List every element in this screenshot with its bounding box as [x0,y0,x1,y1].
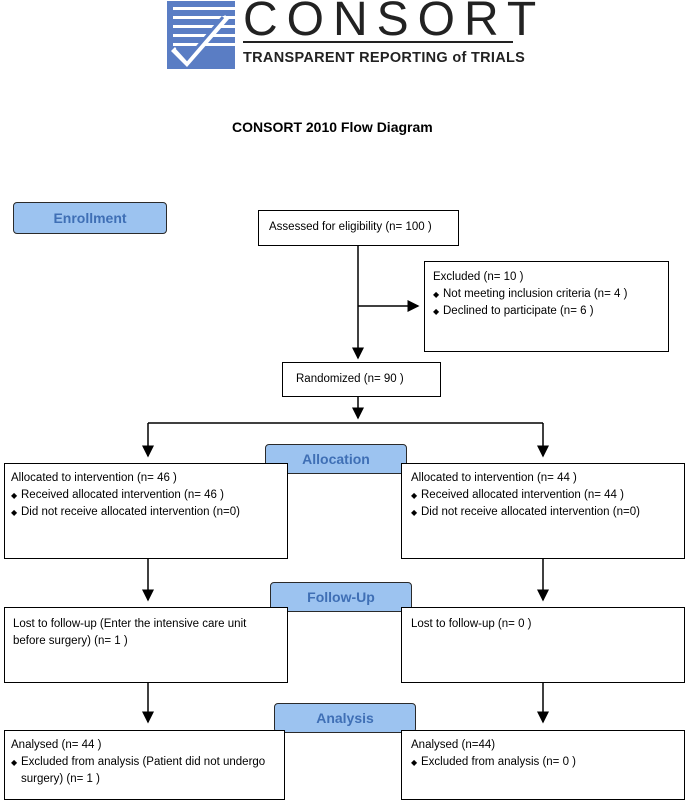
right-allocation-box: Allocated to intervention (n= 44 ) ◆Rece… [401,463,685,559]
left-followup-box: Lost to follow-up (Enter the intensive c… [4,607,288,683]
stage-follow-up: Follow-Up [270,582,412,612]
stage-allocation: Allocation [265,444,407,474]
right-followup-text: Lost to follow-up (n= 0 ) [411,618,532,630]
bullet-icon: ◆ [433,307,440,316]
stage-analysis: Analysis [274,703,416,733]
left-allocation-title: Allocated to intervention (n= 46 ) [11,472,177,484]
page-title: CONSORT 2010 Flow Diagram [232,119,433,135]
bullet-icon: ◆ [411,491,418,500]
left-analysis-box: Analysed (n= 44 ) ◆Excluded from analysi… [4,730,285,800]
left-followup-text: Lost to follow-up (Enter the intensive c… [13,618,247,647]
assessed-text: Assessed for eligibility (n= 100 ) [269,221,432,233]
consort-logo-mark [167,1,235,69]
right-allocation-item: ◆Received allocated intervention (n= 44 … [411,487,675,504]
excluded-title: Excluded (n= 10 ) [433,271,524,283]
excluded-box: Excluded (n= 10 ) ◆Not meeting inclusion… [424,261,669,352]
logo-name: CONSORT [243,0,546,46]
bullet-icon: ◆ [11,758,18,767]
right-allocation-item: ◆Did not receive allocated intervention … [411,504,675,521]
right-followup-box: Lost to follow-up (n= 0 ) [401,607,685,683]
left-analysis-title: Analysed (n= 44 ) [11,739,102,751]
randomized-text: Randomized (n= 90 ) [296,373,404,385]
randomized-box: Randomized (n= 90 ) [282,362,441,397]
right-analysis-title: Analysed (n=44) [411,739,496,751]
right-analysis-box: Analysed (n=44) ◆Excluded from analysis … [401,730,685,800]
left-allocation-item: ◆Did not receive allocated intervention … [11,504,281,521]
left-allocation-box: Allocated to intervention (n= 46 ) ◆Rece… [4,463,288,559]
assessed-box: Assessed for eligibility (n= 100 ) [258,210,459,246]
excluded-item: ◆Declined to participate (n= 6 ) [433,303,660,320]
left-allocation-item: ◆Received allocated intervention (n= 46 … [11,487,281,504]
logo-tagline: TRANSPARENT REPORTING of TRIALS [243,50,526,66]
bullet-icon: ◆ [433,290,440,299]
left-analysis-item: ◆Excluded from analysis (Patient did not… [11,756,266,785]
stage-enrollment: Enrollment [13,202,167,234]
right-analysis-item: ◆Excluded from analysis (n= 0 ) [411,754,675,771]
bullet-icon: ◆ [11,508,18,517]
bullet-icon: ◆ [411,508,418,517]
excluded-item: ◆Not meeting inclusion criteria (n= 4 ) [433,286,660,303]
bullet-icon: ◆ [411,758,418,767]
bullet-icon: ◆ [11,491,18,500]
logo-rule [243,41,513,43]
right-allocation-title: Allocated to intervention (n= 44 ) [411,472,577,484]
